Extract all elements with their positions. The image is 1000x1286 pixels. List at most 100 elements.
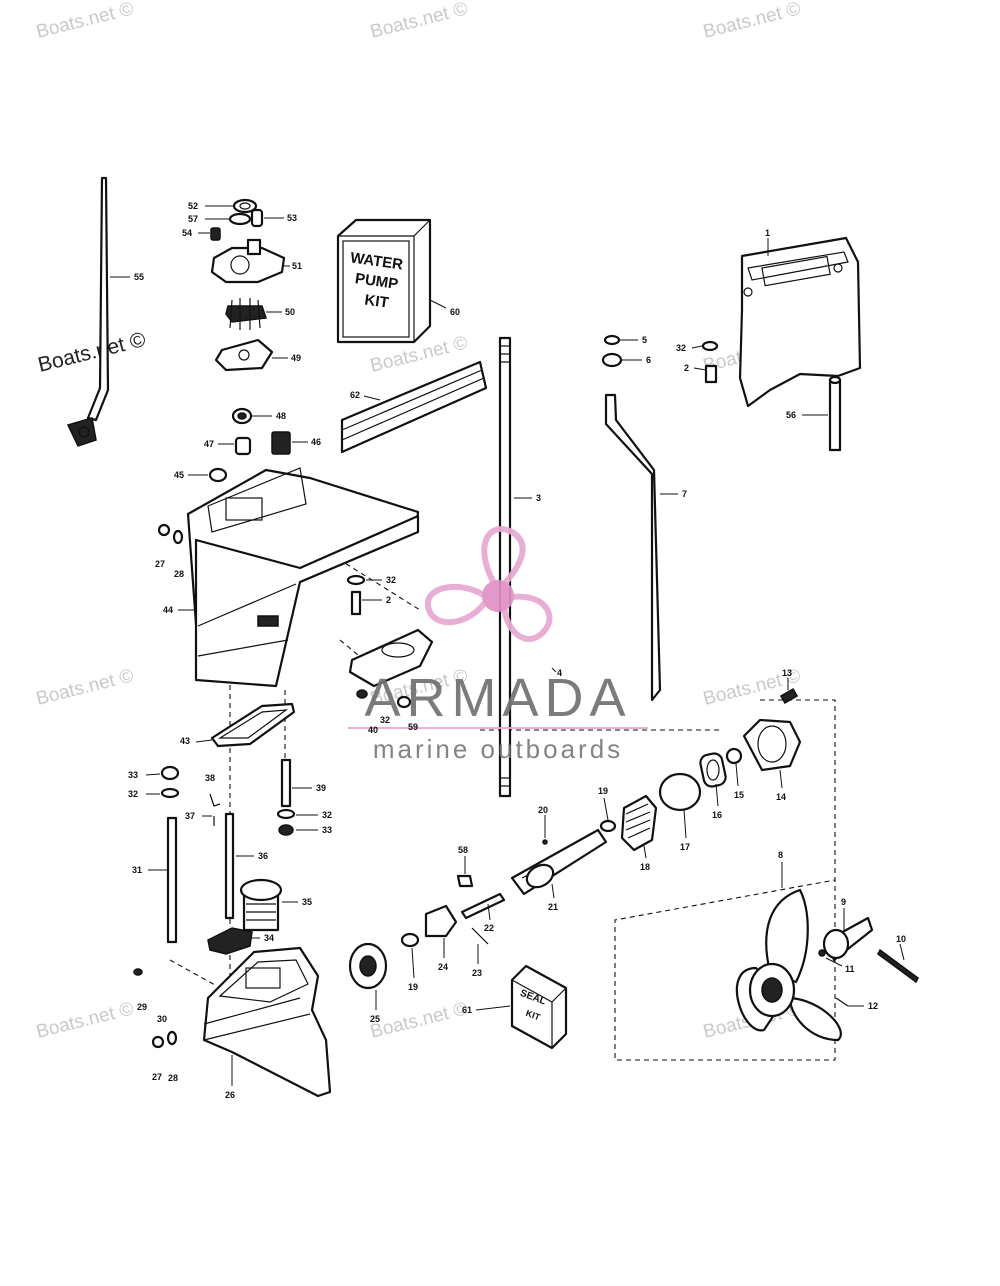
part-label: 53 (287, 213, 297, 223)
part-label: 47 (204, 439, 214, 449)
watermark: Boats.net © (368, 0, 470, 43)
pinion-gear-35 (207, 878, 283, 955)
seal-kit-61: SEAL KIT (510, 964, 568, 1050)
watermark: Boats.net © (34, 0, 136, 43)
part-label: 46 (311, 437, 321, 447)
part-label: 1 (765, 228, 770, 238)
part-label: 8 (778, 850, 783, 860)
part-label: 2 (684, 363, 689, 373)
logo-tagline: marine outboards (373, 734, 623, 764)
part-label: 17 (680, 842, 690, 852)
part-label: 6 (646, 355, 651, 365)
part-label: 48 (276, 411, 286, 421)
armada-logo: ARMADA marine outboards (348, 526, 648, 764)
logo-name: ARMADA (364, 668, 631, 728)
part-label: 38 (205, 773, 215, 783)
part-label: 60 (450, 307, 460, 317)
part-label: 50 (285, 307, 295, 317)
part-labels: 55 52 57 53 54 51 50 49 48 47 46 45 60 6… (110, 201, 906, 1100)
part-label: 10 (896, 934, 906, 944)
watermark: Boats.net © (34, 665, 136, 709)
part-label: 16 (712, 810, 722, 820)
part-label: 14 (776, 792, 786, 802)
shift-link-7 (601, 334, 662, 702)
part-label: 21 (548, 902, 558, 912)
seal-43 (210, 702, 296, 748)
part-label: 27 (152, 1072, 162, 1082)
watermark: Boats.net © (34, 998, 136, 1042)
propeller-logo-icon (425, 526, 553, 642)
watermark: Boats.net © (368, 998, 470, 1042)
part-label: 55 (134, 272, 144, 282)
part-label: 43 (180, 736, 190, 746)
part-label: 32 (380, 715, 390, 725)
water-pump-kit-line2: PUMP (354, 270, 399, 293)
part-label: 51 (292, 261, 302, 271)
part-label: 30 (157, 1014, 167, 1024)
part-label: 31 (132, 865, 142, 875)
lower-gearcase-26 (133, 946, 332, 1098)
part-label: 37 (185, 811, 195, 821)
water-pump-kit-60: WATER PUMP KIT (336, 218, 432, 344)
part-label: 15 (734, 790, 744, 800)
part-label: 56 (786, 410, 796, 420)
part-label: 9 (841, 897, 846, 907)
part-label: 11 (845, 964, 855, 974)
part-label: 28 (174, 569, 184, 579)
part-label: 32 (676, 343, 686, 353)
part-label: 57 (188, 214, 198, 224)
part-label: 45 (174, 470, 184, 480)
part-label: 13 (782, 668, 792, 678)
part-label: 62 (350, 390, 360, 400)
watermark: Boats.net © (36, 328, 149, 377)
gear-housing-44 (157, 467, 420, 688)
part-label: 19 (598, 786, 608, 796)
part-label: 12 (868, 1001, 878, 1011)
part-label: 39 (316, 783, 326, 793)
part-label: 35 (302, 897, 312, 907)
part-label: 54 (182, 228, 192, 238)
water-pump-parts (208, 198, 291, 483)
studs (160, 758, 296, 944)
part-label: 32 (386, 575, 396, 585)
part-label: 20 (538, 805, 548, 815)
part-label: 33 (322, 825, 332, 835)
part-label: 32 (322, 810, 332, 820)
shift-rod-55 (66, 176, 110, 447)
part-label: 49 (291, 353, 301, 363)
watermark: Boats.net © (701, 0, 803, 43)
part-label: 2 (386, 595, 391, 605)
part-label: 4 (557, 668, 562, 678)
water-pump-kit-line3: KIT (363, 291, 389, 311)
part-label: 61 (462, 1005, 472, 1015)
mount-plate-40 (346, 574, 434, 709)
part-label: 24 (438, 962, 448, 972)
part-label: 33 (128, 770, 138, 780)
part-label: 19 (408, 982, 418, 992)
part-label: 40 (368, 725, 378, 735)
propshaft-assembly (348, 688, 802, 990)
driveshaft-3 (498, 336, 512, 798)
part-label: 26 (225, 1090, 235, 1100)
part-label: 3 (536, 493, 541, 503)
part-label: 22 (484, 923, 494, 933)
part-label: 59 (408, 722, 418, 732)
part-label: 27 (155, 559, 165, 569)
part-label: 23 (472, 968, 482, 978)
part-label: 58 (458, 845, 468, 855)
part-label: 25 (370, 1014, 380, 1024)
part-label: 7 (682, 489, 687, 499)
part-label: 34 (264, 933, 274, 943)
part-label: 32 (128, 789, 138, 799)
part-label: 5 (642, 335, 647, 345)
gasket-strip-62 (340, 360, 488, 454)
logo-divider (348, 727, 648, 729)
part-label: 28 (168, 1073, 178, 1083)
part-label: 29 (137, 1002, 147, 1012)
part-label: 44 (163, 605, 173, 615)
propeller-8 (735, 888, 919, 1042)
seal-kit-line2: KIT (525, 1008, 543, 1023)
part-label: 36 (258, 851, 268, 861)
part-label: 18 (640, 862, 650, 872)
